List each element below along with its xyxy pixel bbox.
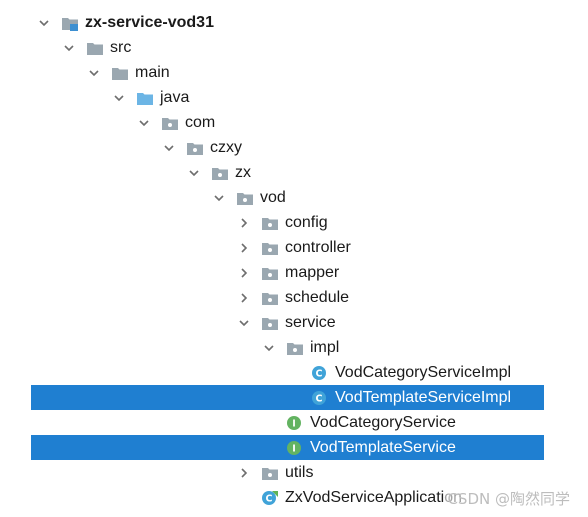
tree-row-label: config — [285, 214, 328, 231]
tree-row-label: VodTemplateServiceImpl — [335, 389, 512, 406]
folder-icon — [111, 65, 129, 81]
package-icon — [261, 240, 279, 256]
class-icon: C — [311, 365, 329, 381]
tree-row-label: mapper — [285, 264, 340, 281]
package-icon — [286, 340, 304, 356]
tree-row-label: VodTemplateService — [310, 439, 456, 456]
tree-row-label: service — [285, 314, 336, 331]
tree-row-label: VodCategoryServiceImpl — [335, 364, 512, 381]
chevron-right-icon[interactable] — [237, 466, 251, 480]
tree-row-vod[interactable]: vod — [0, 185, 588, 210]
tree-row-label: VodCategoryService — [310, 414, 456, 431]
package-icon — [236, 190, 254, 206]
tree-row-label: vod — [260, 189, 286, 206]
tree-row-label: main — [135, 64, 170, 81]
chevron-right-icon[interactable] — [237, 241, 251, 255]
watermark: CSDN @陶然同学 — [445, 488, 572, 509]
tree-row-czxy[interactable]: czxy — [0, 135, 588, 160]
tree-row-main[interactable]: main — [0, 60, 588, 85]
tree-row-vodtemplateserviceimpl[interactable]: C VodTemplateServiceImpl — [31, 385, 544, 410]
class-icon: C — [311, 390, 329, 406]
interface-icon: I — [286, 440, 304, 456]
package-icon — [261, 290, 279, 306]
tree-row-service[interactable]: service — [0, 310, 588, 335]
tree-row-config[interactable]: config — [0, 210, 588, 235]
chevron-down-icon[interactable] — [37, 16, 51, 30]
tree-row-label: zx-service-vod31 — [85, 14, 214, 31]
package-icon — [211, 165, 229, 181]
tree-row-label: czxy — [210, 139, 242, 156]
tree-row-label: java — [160, 89, 190, 106]
chevron-down-icon[interactable] — [212, 191, 226, 205]
chevron-down-icon[interactable] — [237, 316, 251, 330]
chevron-right-icon[interactable] — [237, 266, 251, 280]
svg-text:I: I — [292, 443, 296, 454]
chevron-down-icon[interactable] — [137, 116, 151, 130]
tree-row-impl[interactable]: impl — [0, 335, 588, 360]
chevron-down-icon[interactable] — [62, 41, 76, 55]
tree-row-src[interactable]: src — [0, 35, 588, 60]
package-icon — [261, 215, 279, 231]
package-icon — [161, 115, 179, 131]
svg-text:I: I — [292, 418, 296, 429]
tree-row-java[interactable]: java — [0, 85, 588, 110]
tree-row-vodcategoryserviceimpl[interactable]: C VodCategoryServiceImpl — [0, 360, 588, 385]
tree-row-zxvodserviceapplication[interactable]: C ZxVodServiceApplication — [0, 485, 588, 510]
package-icon — [261, 265, 279, 281]
tree-row-label: src — [110, 39, 132, 56]
chevron-down-icon[interactable] — [87, 66, 101, 80]
tree-row-schedule[interactable]: schedule — [0, 285, 588, 310]
module-folder-icon — [61, 15, 79, 31]
source-folder-icon — [136, 90, 154, 106]
tree-row-label: ZxVodServiceApplication — [285, 489, 462, 506]
chevron-down-icon[interactable] — [262, 341, 276, 355]
tree-row-controller[interactable]: controller — [0, 235, 588, 260]
tree-row-label: controller — [285, 239, 351, 256]
package-icon — [186, 140, 204, 156]
folder-icon — [86, 40, 104, 56]
chevron-right-icon[interactable] — [237, 216, 251, 230]
chevron-down-icon[interactable] — [162, 141, 176, 155]
tree-row-label: zx — [235, 164, 251, 181]
chevron-right-icon[interactable] — [237, 291, 251, 305]
tree-row-label: com — [185, 114, 216, 131]
tree-row-zx[interactable]: zx — [0, 160, 588, 185]
chevron-down-icon[interactable] — [112, 91, 126, 105]
svg-text:C: C — [316, 368, 323, 379]
tree-row-com[interactable]: com — [0, 110, 588, 135]
tree-row-label: impl — [310, 339, 340, 356]
tree-row-label: schedule — [285, 289, 350, 306]
tree-row-vodtemplateservice[interactable]: I VodTemplateService — [31, 435, 544, 460]
tree-row-mapper[interactable]: mapper — [0, 260, 588, 285]
package-icon — [261, 465, 279, 481]
svg-text:C: C — [266, 493, 273, 504]
tree-row-vodcategoryservice[interactable]: I VodCategoryService — [0, 410, 588, 435]
tree-row-utils[interactable]: utils — [0, 460, 588, 485]
interface-icon: I — [286, 415, 304, 431]
tree-row-zx-service-vod31[interactable]: zx-service-vod31 — [0, 10, 588, 35]
svg-text:C: C — [316, 393, 323, 404]
spring-class-icon: C — [261, 490, 279, 506]
chevron-down-icon[interactable] — [187, 166, 201, 180]
tree-row-label: utils — [285, 464, 314, 481]
package-icon — [261, 315, 279, 331]
